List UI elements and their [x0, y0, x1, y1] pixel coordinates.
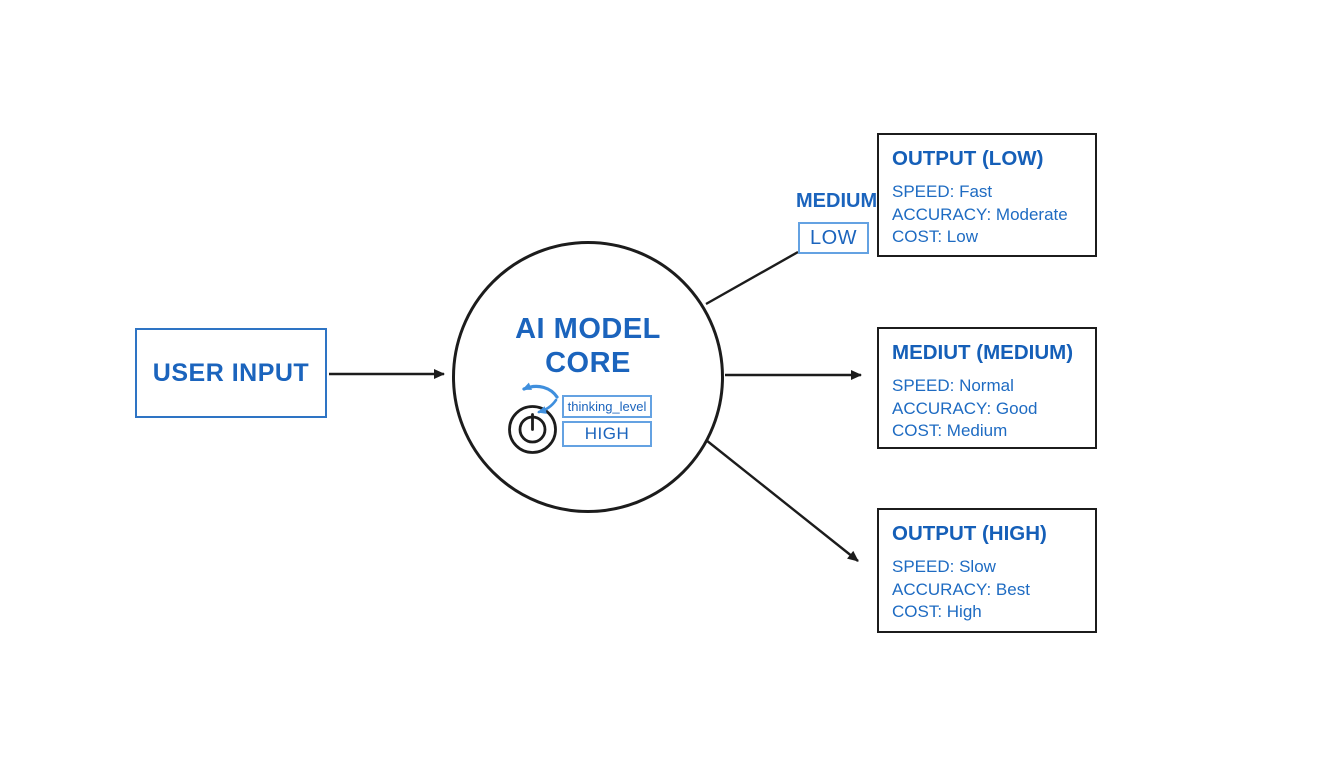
ai-model-core-node — [452, 241, 724, 513]
thinking-level-param-label: thinking_level — [567, 399, 647, 414]
output-high-title: OUTPUT (HIGH) — [892, 522, 1047, 545]
connector-core-to-low-tag — [705, 250, 799, 306]
output-medium-cost: COST: Medium — [892, 421, 1008, 440]
arrow-core-to-high-output — [705, 439, 859, 562]
user-input-label: USER INPUT — [152, 358, 310, 387]
output-high-speed: SPEED: Slow — [892, 557, 996, 576]
output-high-cost: COST: High — [892, 602, 982, 621]
low-branch-tag: LOW — [798, 222, 869, 254]
user-input-node: USER INPUT — [135, 328, 327, 418]
thinking-level-value-box: HIGH — [562, 421, 652, 447]
core-title-line2: CORE — [545, 347, 631, 379]
output-high-box: OUTPUT (HIGH) SPEED: Slow ACCURACY: Best… — [877, 508, 1097, 633]
thinking-level-value-label: HIGH — [584, 424, 630, 443]
core-title-line1: AI MODEL — [515, 313, 661, 345]
medium-branch-label: MEDIUM — [796, 190, 878, 212]
output-low-accuracy: ACCURACY: Moderate — [892, 204, 1068, 224]
output-medium-title: MEDIUT (MEDIUM) — [892, 341, 1074, 364]
core-title: AI MODEL CORE — [452, 312, 724, 380]
output-medium-speed: SPEED: Normal — [892, 376, 1014, 395]
output-low-cost: COST: Low — [892, 227, 978, 246]
output-medium-accuracy: ACCURACY: Good — [892, 398, 1038, 418]
output-high-accuracy: ACCURACY: Best — [892, 579, 1030, 599]
thinking-level-param-box: thinking_level — [562, 395, 652, 418]
output-medium-box: MEDIUT (MEDIUM) SPEED: Normal ACCURACY: … — [877, 327, 1097, 449]
low-branch-tag-label: LOW — [809, 226, 858, 249]
output-low-speed: SPEED: Fast — [892, 182, 993, 201]
output-low-box: OUTPUT (LOW) SPEED: Fast ACCURACY: Moder… — [877, 133, 1097, 257]
output-low-title: OUTPUT (LOW) — [892, 147, 1044, 170]
